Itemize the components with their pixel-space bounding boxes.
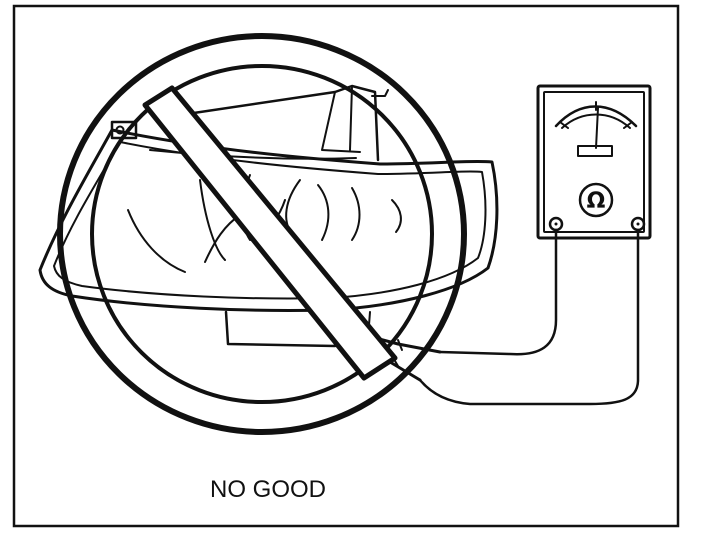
caption-no-good: NO GOOD [210, 476, 326, 503]
ohm-symbol: Ω [587, 189, 606, 214]
figure-frame [12, 4, 680, 528]
prohibition-icon [57, 33, 467, 435]
prohibition-slash [142, 85, 398, 381]
